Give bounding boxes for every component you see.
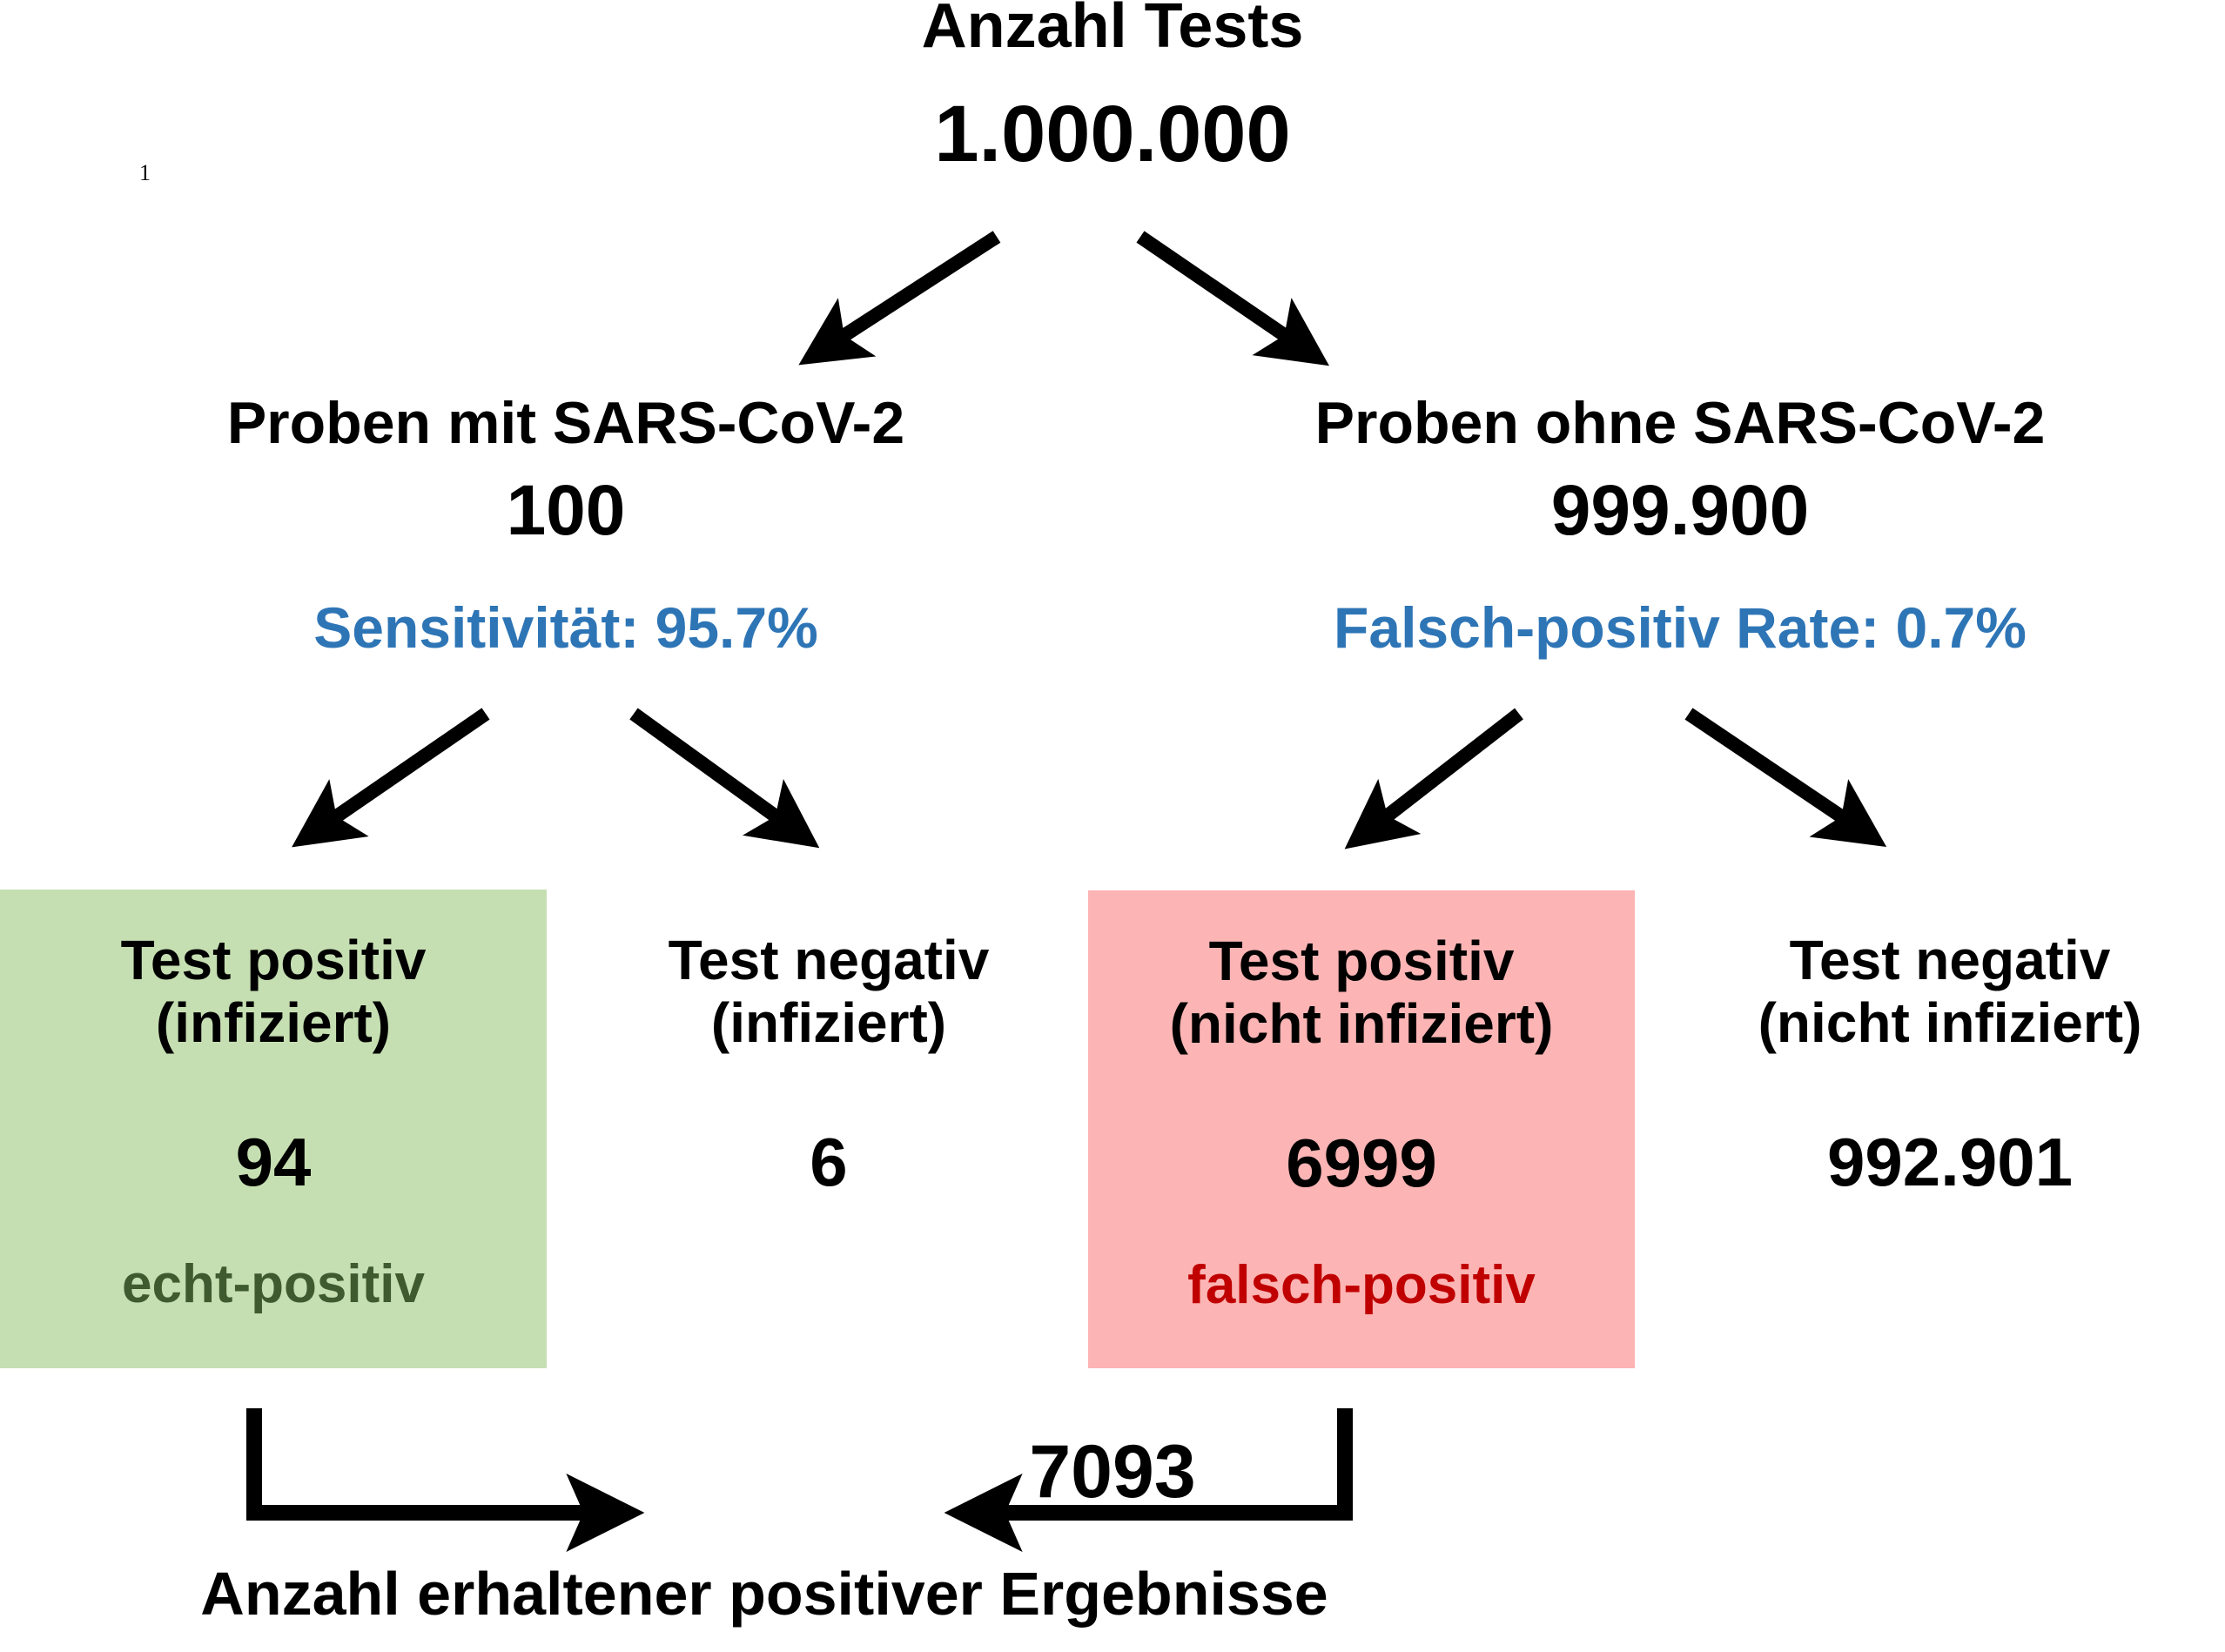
branch-rate-sensitivity: Sensitivität: 95.7% — [313, 595, 818, 660]
outcome-value-false-negative: 6 — [810, 1124, 848, 1200]
branch-value-without-virus: 999.900 — [1550, 471, 1810, 550]
total-positive-caption: Anzahl erhaltener positiver Ergebnisse — [200, 1560, 1328, 1628]
outcome-title-line2: (nicht infiziert) — [1758, 991, 2142, 1054]
outcome-box-false-negative: Test negativ (infiziert) 6 — [576, 890, 1081, 1368]
outcome-title-line1: Test positiv — [1208, 930, 1515, 992]
outcome-title-false-negative: Test negativ (infiziert) — [576, 929, 1081, 1054]
outcome-title-line1: Test negativ — [1789, 929, 2111, 991]
arrow-true-positive-to-total — [246, 1408, 645, 1552]
outcome-value-false-positive: 6999 — [1286, 1125, 1437, 1201]
footnote-marker: 1 — [139, 160, 151, 185]
outcome-title-false-positive: Test positiv (nicht infiziert) — [1088, 930, 1635, 1055]
arrow-root-to-right — [1136, 231, 1329, 366]
outcome-title-line2: (nicht infiziert) — [1169, 991, 1554, 1055]
outcome-note-false-positive: falsch-positiv — [1187, 1255, 1536, 1315]
outcome-title-line2: (infiziert) — [155, 991, 392, 1054]
arrow-right-to-false-positive — [1344, 708, 1523, 850]
outcome-box-true-positive: Test positiv (infiziert) 94 echt-positiv — [0, 890, 547, 1368]
total-positive-value: 7093 — [1029, 1430, 1196, 1514]
root-value: 1.000.000 — [934, 90, 1291, 178]
outcome-value-true-positive: 94 — [235, 1124, 312, 1200]
arrow-left-to-false-negative — [629, 708, 820, 849]
outcome-title-true-negative: Test negativ (nicht infiziert) — [1671, 929, 2225, 1054]
branch-rate-false-positive: Falsch-positiv Rate: 0.7% — [1334, 595, 2027, 660]
root-label: Anzahl Tests — [921, 0, 1304, 61]
outcome-value-true-negative: 992.901 — [1827, 1124, 2073, 1200]
outcome-note-true-positive: echt-positiv — [122, 1254, 425, 1314]
outcome-title-true-positive: Test positiv (infiziert) — [0, 929, 547, 1054]
branch-value-with-virus: 100 — [506, 471, 626, 550]
outcome-title-line2: (infiziert) — [710, 991, 947, 1054]
arrow-right-to-true-negative — [1684, 708, 1887, 848]
outcome-title-line1: Test positiv — [120, 929, 427, 991]
outcome-title-line1: Test negativ — [668, 929, 990, 991]
arrow-left-to-true-positive — [292, 708, 490, 848]
branch-label-with-virus: Proben mit SARS-CoV-2 — [226, 390, 905, 456]
arrow-root-to-left — [798, 231, 1001, 366]
outcome-box-false-positive: Test positiv (nicht infiziert) 6999 fals… — [1088, 890, 1635, 1368]
branch-label-without-virus: Proben ohne SARS-CoV-2 — [1314, 390, 2046, 456]
outcome-box-true-negative: Test negativ (nicht infiziert) 992.901 — [1671, 890, 2225, 1368]
